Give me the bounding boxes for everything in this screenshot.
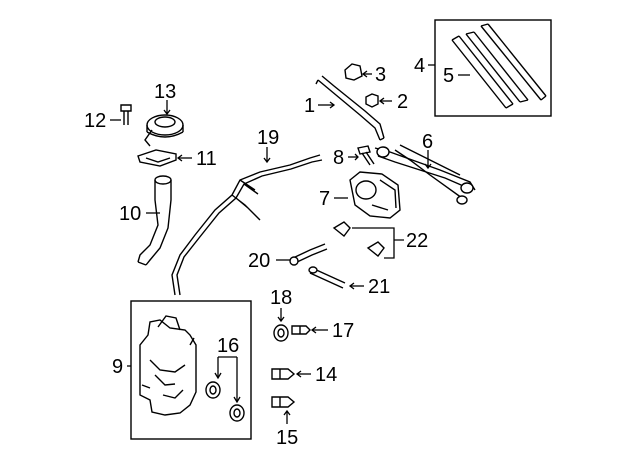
nut-part	[365, 93, 379, 108]
callout-4: 4	[414, 55, 425, 77]
wiper-blade-inset	[428, 19, 552, 117]
pump-14-part	[271, 368, 296, 380]
callout-12: 12	[84, 110, 106, 132]
arrow-2	[378, 97, 385, 105]
callout-11: 11	[196, 148, 217, 170]
arrow-8	[354, 153, 359, 161]
arrow-21	[348, 282, 355, 290]
inset-box-tank	[130, 300, 252, 440]
callout-13: 13	[154, 81, 176, 103]
callout-18: 18	[270, 287, 292, 309]
bolt-part	[357, 145, 375, 166]
arrow-11	[176, 154, 183, 162]
arrow-15	[283, 409, 291, 416]
callout-15: 15	[276, 427, 298, 449]
callout-9: 9	[112, 356, 123, 378]
arrow-3	[361, 70, 368, 78]
hose-20-part	[289, 243, 328, 266]
grommet-16a	[205, 381, 221, 399]
nozzle-17-part	[291, 325, 311, 335]
filler-hose-part	[137, 175, 172, 266]
wiper-linkage-part	[374, 144, 476, 205]
callout-3: 3	[375, 64, 386, 86]
callout-17: 17	[332, 320, 354, 342]
callout-22: 22	[406, 230, 428, 252]
arrow-14	[295, 370, 302, 378]
grommet-16b	[229, 404, 245, 422]
wiper-blade-part	[451, 23, 547, 109]
callout-7: 7	[319, 188, 330, 210]
arrow-13	[163, 109, 171, 116]
pump-ring-part	[144, 114, 184, 147]
cap-part	[344, 63, 363, 81]
leader-22	[352, 227, 404, 259]
callout-8: 8	[333, 147, 344, 169]
callout-19: 19	[257, 127, 279, 149]
connector-18-part	[273, 324, 289, 342]
arrow-19	[263, 157, 271, 164]
callout-2: 2	[397, 91, 408, 113]
callout-21: 21	[368, 276, 390, 298]
callout-14: 14	[315, 364, 337, 386]
washer-tank-part	[139, 315, 197, 416]
leader-16	[217, 356, 238, 402]
callout-16: 16	[217, 335, 239, 357]
bracket-part	[137, 149, 177, 167]
clip-22b-part	[366, 241, 385, 257]
callout-20: 20	[248, 250, 270, 272]
wiper-arm-part	[315, 75, 385, 141]
hose-21-part	[308, 266, 346, 289]
callout-10: 10	[119, 203, 141, 225]
washer-hose-part	[171, 154, 323, 296]
callout-1: 1	[304, 95, 315, 117]
pump-15-part	[271, 396, 296, 408]
callout-5: 5	[443, 65, 454, 87]
arrow-18	[277, 316, 285, 323]
wiper-motor-part	[349, 171, 401, 219]
arrow-17	[310, 326, 317, 334]
bolt-12-part	[120, 104, 132, 125]
arrow-16a	[214, 372, 222, 380]
arrow-1	[329, 101, 336, 109]
washer-tank-inset	[127, 300, 252, 440]
clip-22a-part	[332, 221, 351, 237]
arrow-6	[424, 163, 432, 170]
callout-6: 6	[422, 131, 433, 153]
inset-box	[434, 19, 552, 117]
arrow-16b	[233, 396, 241, 404]
